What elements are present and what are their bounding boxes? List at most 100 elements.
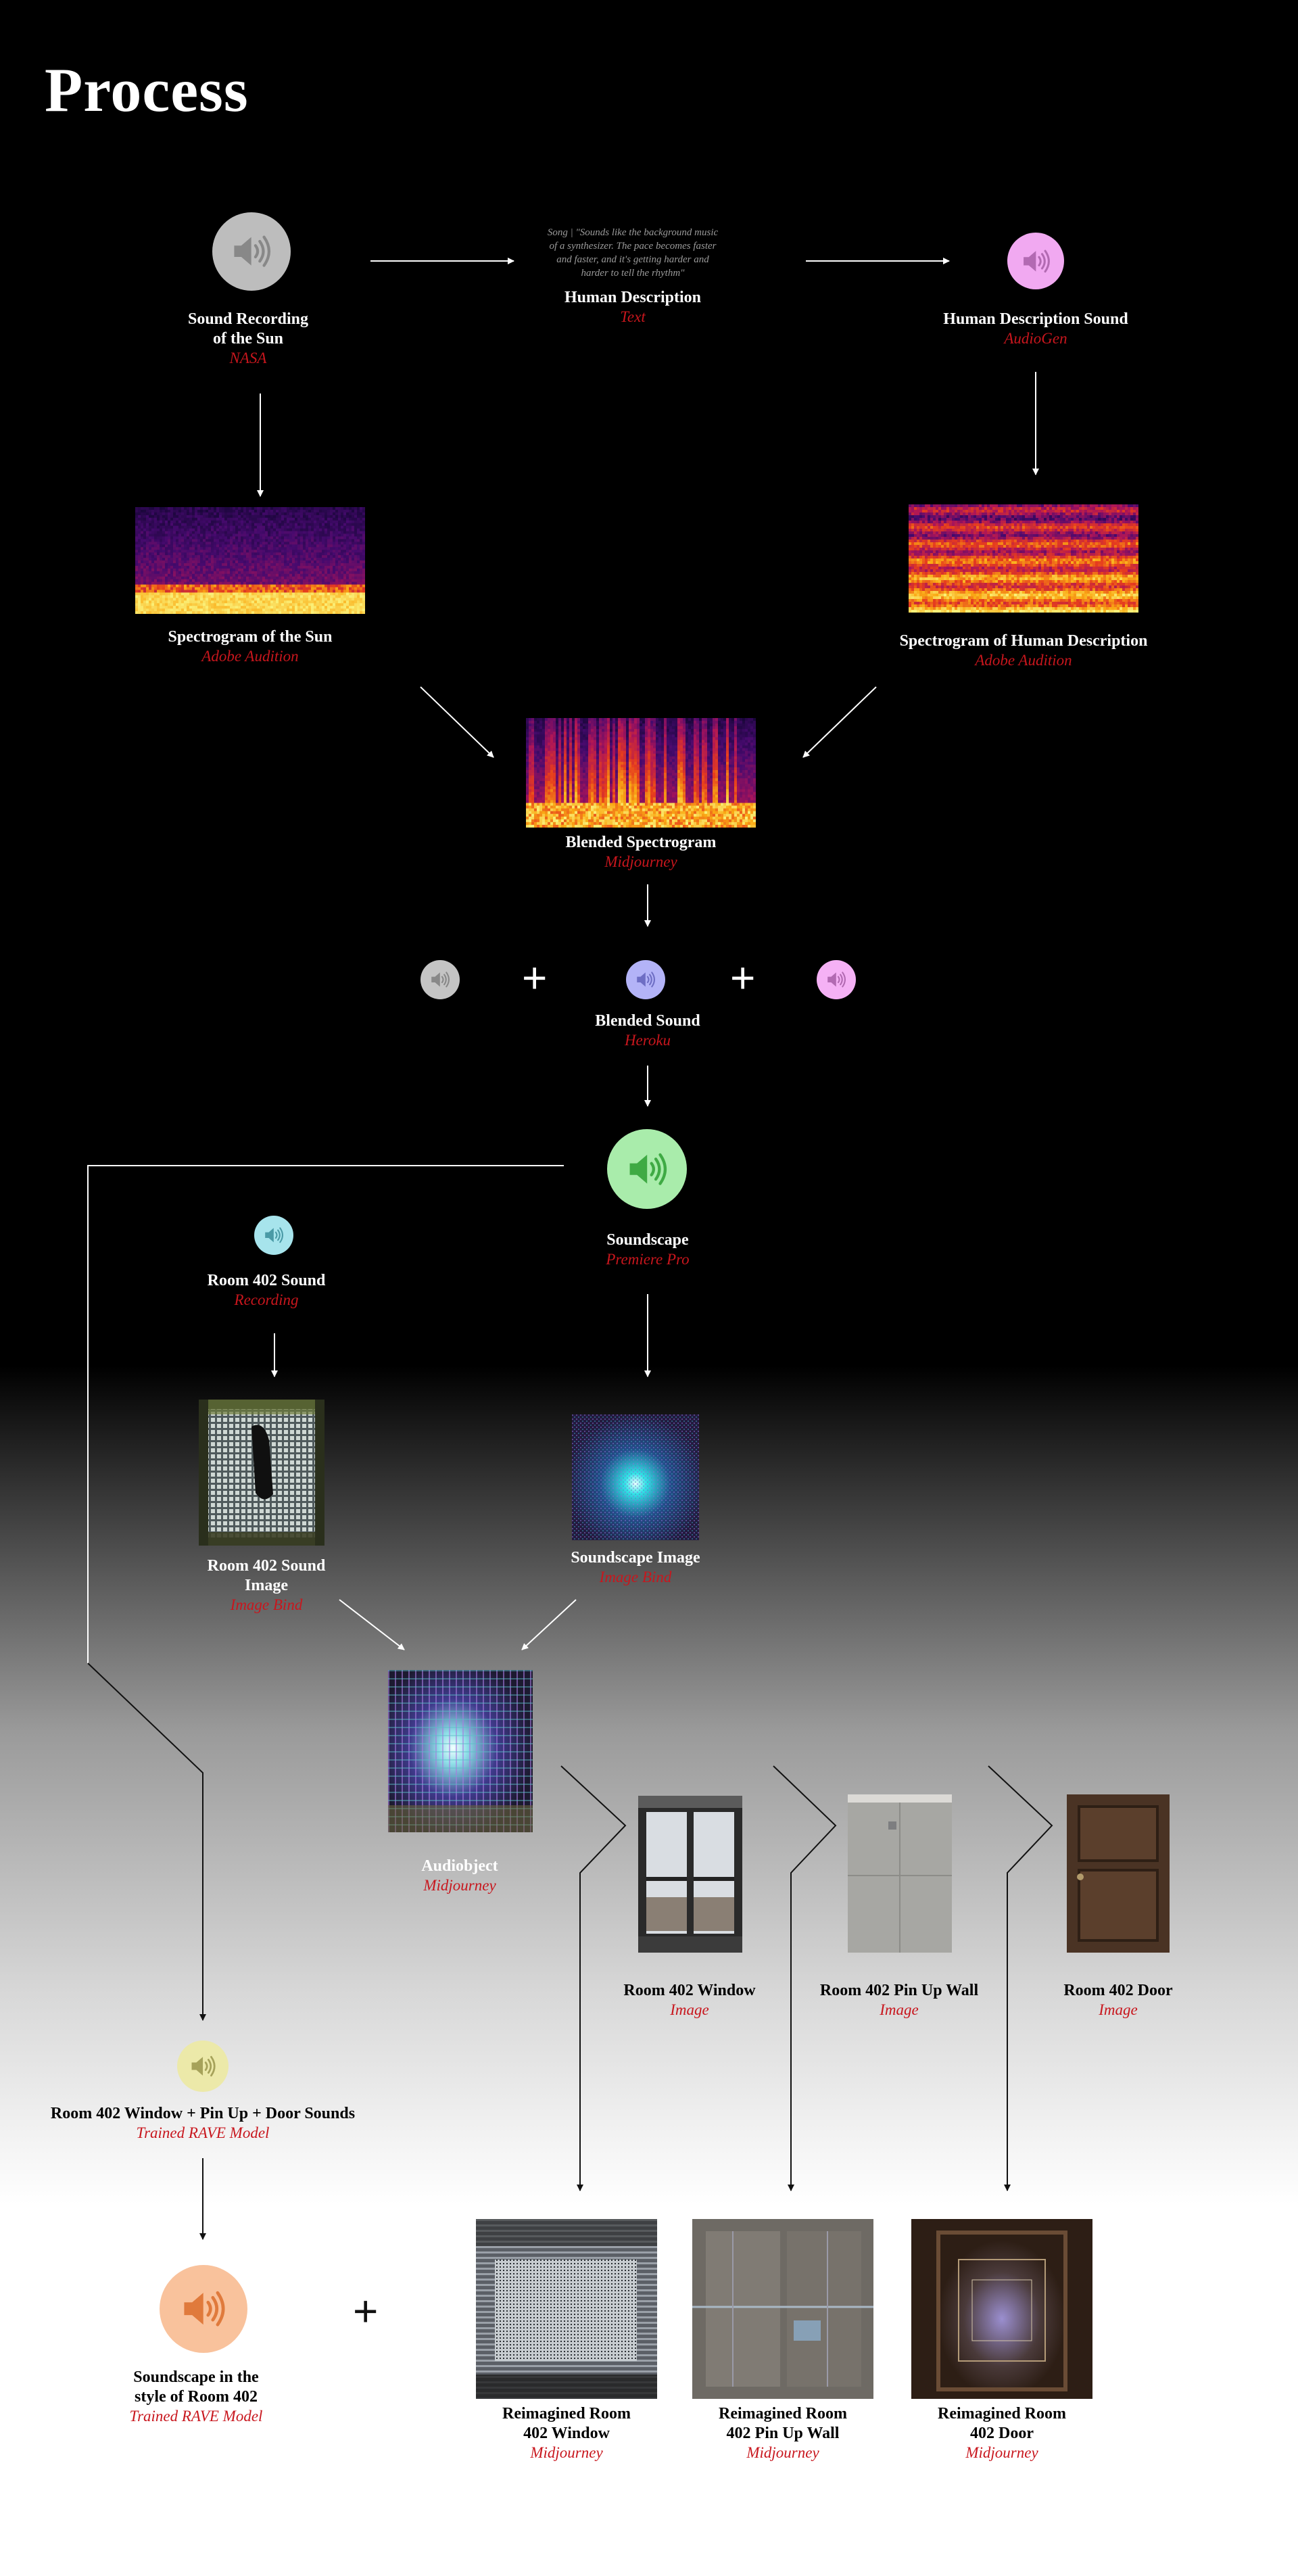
- sun-sound-speaker[interactable]: [212, 212, 291, 291]
- spectrogram-cell: [149, 563, 152, 567]
- spectrogram-cell: [203, 587, 206, 591]
- spectrogram-cell: [341, 533, 344, 538]
- spectrogram-cell: [968, 507, 971, 510]
- spectrogram-cell: [273, 525, 277, 529]
- spectrogram-cell: [238, 544, 241, 548]
- spectrogram-cell: [357, 533, 360, 538]
- spectrogram-cell: [984, 531, 988, 535]
- spectrogram-cell: [930, 510, 934, 513]
- spectrogram-cell: [346, 560, 350, 564]
- spectrogram-cell: [270, 555, 274, 558]
- blend-pink-speaker[interactable]: [817, 960, 856, 999]
- spectrogram-cell: [206, 536, 209, 540]
- blend-violet-speaker[interactable]: [626, 960, 665, 999]
- spectrogram-cell: [138, 539, 141, 542]
- spectrogram-cell: [965, 548, 969, 551]
- spectrogram-cell: [300, 606, 304, 609]
- spectrogram-cell: [314, 515, 317, 519]
- spectrogram-cell: [222, 584, 225, 588]
- spectrogram-cell: [265, 571, 268, 575]
- spectrogram-cell: [308, 579, 312, 583]
- spectrogram-cell: [1009, 553, 1012, 556]
- spectrogram-cell: [195, 531, 198, 535]
- spectrogram-cell: [944, 586, 947, 589]
- spectrogram-cell: [154, 525, 158, 529]
- spectrogram-cell: [957, 569, 961, 573]
- spectrogram-cell: [938, 518, 942, 521]
- spectrogram-cell: [200, 523, 203, 527]
- spectrogram-cell: [230, 595, 233, 598]
- spectrogram-cell: [238, 584, 241, 588]
- spectrogram-cell: [197, 587, 201, 591]
- spectrogram-cell: [960, 575, 963, 578]
- spectrogram-cell: [933, 564, 936, 567]
- spectrogram-cell: [946, 591, 950, 594]
- spectrogram-cell: [316, 544, 320, 548]
- spectrogram-cell: [952, 556, 955, 559]
- spectrogram-cell: [982, 561, 985, 565]
- spectrogram-cell: [944, 591, 947, 594]
- spectrogram-cell: [955, 545, 958, 548]
- spectrogram-cell: [162, 598, 166, 601]
- spectrogram-cell: [197, 531, 201, 535]
- spectrogram-cell: [149, 565, 152, 569]
- spectrogram-cell: [1001, 553, 1004, 556]
- spectrogram-cell: [241, 603, 244, 606]
- spectrogram-cell: [346, 517, 350, 521]
- spectrogram-cell: [346, 579, 350, 583]
- spectrogram-cell: [928, 575, 931, 578]
- spectrogram-cell: [324, 531, 328, 535]
- spectrogram-cell: [963, 550, 966, 554]
- spectrogram-cell: [982, 556, 985, 559]
- spectrogram-cell: [1001, 550, 1004, 554]
- spectrogram-cell: [1003, 526, 1007, 529]
- spectrogram-cell: [178, 528, 182, 532]
- spectrogram-cell: [222, 558, 225, 561]
- spectrogram-cell: [925, 583, 928, 586]
- room-402-sound-speaker[interactable]: [254, 1216, 293, 1255]
- spectrogram-cell: [170, 595, 174, 598]
- spectrogram-cell: [233, 581, 236, 586]
- spectrogram-cell: [257, 533, 260, 538]
- spectrogram-cell: [241, 581, 244, 586]
- spectrogram-cell: [1006, 607, 1009, 611]
- spectrogram-cell: [974, 569, 977, 573]
- spectrogram-cell: [135, 592, 139, 596]
- spectrogram-cell: [181, 531, 185, 535]
- blend-grey-speaker[interactable]: [420, 960, 460, 999]
- spectrogram-cell: [968, 596, 971, 600]
- spectrogram-cell: [976, 523, 980, 527]
- human-description-sound-speaker[interactable]: [1007, 233, 1064, 289]
- spectrogram-cell: [170, 558, 174, 561]
- spectrogram-cell: [982, 545, 985, 548]
- rave-sounds-speaker[interactable]: [177, 2041, 229, 2092]
- spectrogram-cell: [346, 590, 350, 593]
- spectrogram-cell: [149, 525, 152, 529]
- spectrogram-cell: [254, 595, 258, 598]
- spectrogram-cell: [938, 521, 942, 524]
- spectrogram-cell: [279, 525, 282, 529]
- spectrogram-cell: [1001, 518, 1004, 521]
- spectrogram-cell: [343, 531, 347, 535]
- spectrogram-cell: [936, 572, 939, 575]
- spectrogram-cell: [219, 536, 222, 540]
- spectrogram-cell: [276, 539, 279, 542]
- soundscape-speaker[interactable]: [607, 1129, 687, 1209]
- spectrogram-cell: [965, 591, 969, 594]
- spectrogram-cell: [279, 531, 282, 535]
- spectrogram-cell: [241, 579, 244, 583]
- spectrogram-cell: [346, 563, 350, 567]
- spectrogram-cell: [270, 598, 274, 601]
- spectrogram-cell: [928, 599, 931, 602]
- spectrogram-cell: [224, 523, 228, 527]
- spectrogram-cell: [933, 575, 936, 578]
- spectrogram-cell: [233, 544, 236, 548]
- spectrogram-cell: [936, 594, 939, 597]
- spectrogram-cell: [311, 573, 314, 577]
- spectrogram-cell: [316, 531, 320, 535]
- spectrogram-cell: [306, 581, 309, 586]
- final-soundscape-speaker[interactable]: [160, 2265, 247, 2353]
- spectrogram-cell: [246, 600, 249, 604]
- spectrogram-cell: [230, 576, 233, 580]
- spectrogram-cell: [165, 550, 168, 553]
